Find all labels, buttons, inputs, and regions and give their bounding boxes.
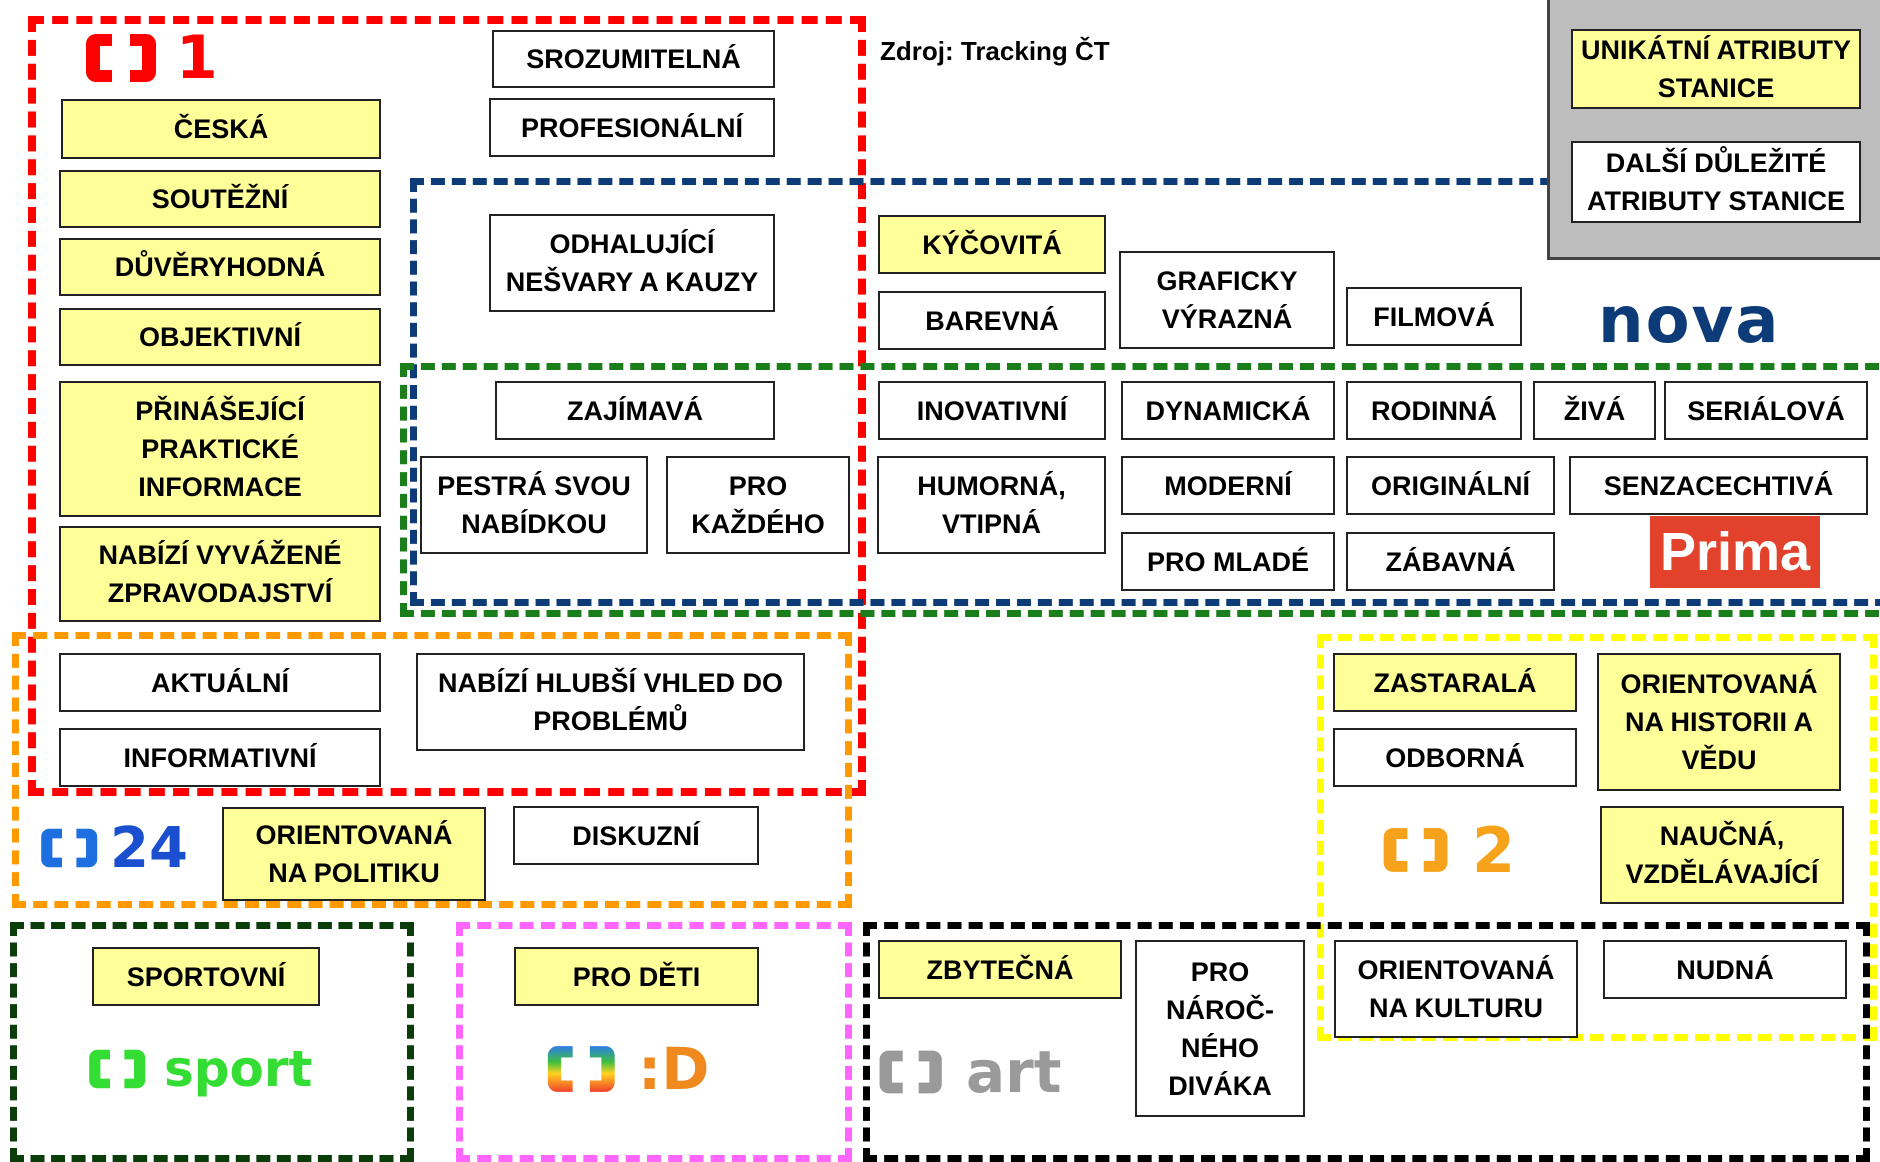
attr-zajimava: ZAJÍMAVÁ [495, 381, 775, 440]
legend-unique: UNIKÁTNÍ ATRIBUTY STANICE [1571, 29, 1861, 109]
nova-logo-text: nova [1598, 284, 1781, 358]
attr-hlubsi-vhled: NABÍZÍ HLUBŠÍ VHLED DO PROBLÉMŮ [416, 653, 805, 751]
attr-originalni: ORIGINÁLNÍ [1346, 456, 1555, 515]
legend-panel: UNIKÁTNÍ ATRIBUTY STANICE DALŠÍ DŮLEŽITÉ… [1547, 0, 1880, 260]
source-note: Zdroj: Tracking ČT [880, 36, 1110, 66]
attr-filmova: FILMOVÁ [1346, 287, 1522, 346]
attr-vyvazene: NABÍZÍ VYVÁŽENÉ ZPRAVODAJSTVÍ [59, 526, 381, 622]
attr-informativni: INFORMATIVNÍ [59, 728, 381, 787]
attr-graficky: GRAFICKY VÝRAZNÁ [1119, 251, 1335, 349]
attr-ziva: ŽIVÁ [1533, 381, 1656, 440]
attr-barevna: BAREVNÁ [878, 291, 1106, 350]
ct24-logo-number: 24 [110, 815, 188, 881]
decko-logo: :D [544, 1035, 710, 1103]
prima-logo-text: Prima [1659, 522, 1811, 582]
nova-logo: nova [1598, 284, 1781, 358]
ct-bracket-icon [547, 1046, 615, 1092]
prima-group-outline [400, 363, 1880, 617]
attr-pro-narocneho: PRO NÁROČ- NÉHO DIVÁKA [1135, 940, 1305, 1117]
art-logo: art [876, 1038, 1062, 1106]
ct-bracket-icon [89, 1049, 146, 1089]
attr-pro-mlade: PRO MLADÉ [1121, 532, 1335, 591]
ct24-group-outline [12, 632, 852, 908]
attr-soutezni: SOUTĚŽNÍ [59, 170, 381, 228]
ct-bracket-icon [41, 828, 98, 868]
sport-logo-text: sport [164, 1040, 313, 1098]
attr-senzacechtiva: SENZACECHTIVÁ [1569, 456, 1868, 515]
art-logo-text: art [966, 1038, 1062, 1106]
attr-naucna: NAUČNÁ, VZDĚLÁVAJÍCÍ [1600, 806, 1844, 904]
attr-historie-veda: ORIENTOVANÁ NA HISTORII A VĚDU [1597, 653, 1841, 791]
attr-diskuzni: DISKUZNÍ [513, 806, 759, 865]
ct1-group-outline [28, 16, 866, 796]
sport-logo: sport [86, 1040, 312, 1098]
ct2-logo-number: 2 [1472, 813, 1516, 887]
attr-srozumitelna: SROZUMITELNÁ [492, 30, 775, 88]
attr-nudna: NUDNÁ [1603, 940, 1847, 999]
attr-odborna: ODBORNÁ [1333, 728, 1577, 787]
attr-pro-deti: PRO DĚTI [514, 947, 759, 1006]
attr-humorna: HUMORNÁ, VTIPNÁ [877, 456, 1106, 554]
ct2-logo: 2 [1380, 814, 1515, 887]
attr-objektivni: OBJEKTIVNÍ [59, 308, 381, 366]
ct2-group-outline [1317, 634, 1877, 1041]
attr-zabavna: ZÁBAVNÁ [1346, 532, 1555, 591]
attr-dynamicka: DYNAMICKÁ [1121, 381, 1335, 440]
decko-logo-text: :D [638, 1035, 710, 1103]
attr-orientovana-politika: ORIENTOVANÁ NA POLITIKU [222, 807, 486, 901]
attr-inovativni: INOVATIVNÍ [878, 381, 1106, 440]
attr-ceska: ČESKÁ [61, 99, 381, 159]
attr-pro-kazdeho: PRO KAŽDÉHO [666, 456, 850, 554]
attr-sportovni: SPORTOVNÍ [92, 947, 320, 1006]
ct1-logo: 1 [82, 23, 218, 93]
attr-kycovita: KÝČOVITÁ [878, 215, 1106, 274]
attr-odhalujici: ODHALUJÍCÍ NEŠVARY A KAUZY [489, 214, 775, 312]
attr-prinasejici: PŘINÁŠEJÍCÍ PRAKTICKÉ INFORMACE [59, 381, 381, 517]
ct24-logo: 24 [38, 815, 188, 881]
ct-bracket-icon [879, 1050, 942, 1094]
attr-duveryhodna: DŮVĚRYHODNÁ [59, 238, 381, 296]
attr-rodinna: RODINNÁ [1346, 381, 1522, 440]
legend-other: DALŠÍ DŮLEŽITÉ ATRIBUTY STANICE [1571, 141, 1861, 223]
ct1-logo-number: 1 [176, 23, 218, 93]
attr-orientovana-kultura: ORIENTOVANÁ NA KULTURU [1334, 940, 1578, 1038]
ct-bracket-icon [86, 34, 156, 82]
attr-zastarala: ZASTARALÁ [1333, 653, 1577, 712]
ct-bracket-icon [1383, 828, 1448, 872]
attr-moderni: MODERNÍ [1121, 456, 1335, 515]
attr-profesionalni: PROFESIONÁLNÍ [489, 98, 775, 157]
attr-zbytecna: ZBYTEČNÁ [878, 940, 1122, 999]
attr-pestra: PESTRÁ SVOU NABÍDKOU [420, 456, 648, 554]
attr-serialova: SERIÁLOVÁ [1664, 381, 1868, 440]
attr-aktualni: AKTUÁLNÍ [59, 653, 381, 712]
prima-logo: Prima [1650, 516, 1820, 588]
nova-group-outline [410, 178, 1880, 606]
